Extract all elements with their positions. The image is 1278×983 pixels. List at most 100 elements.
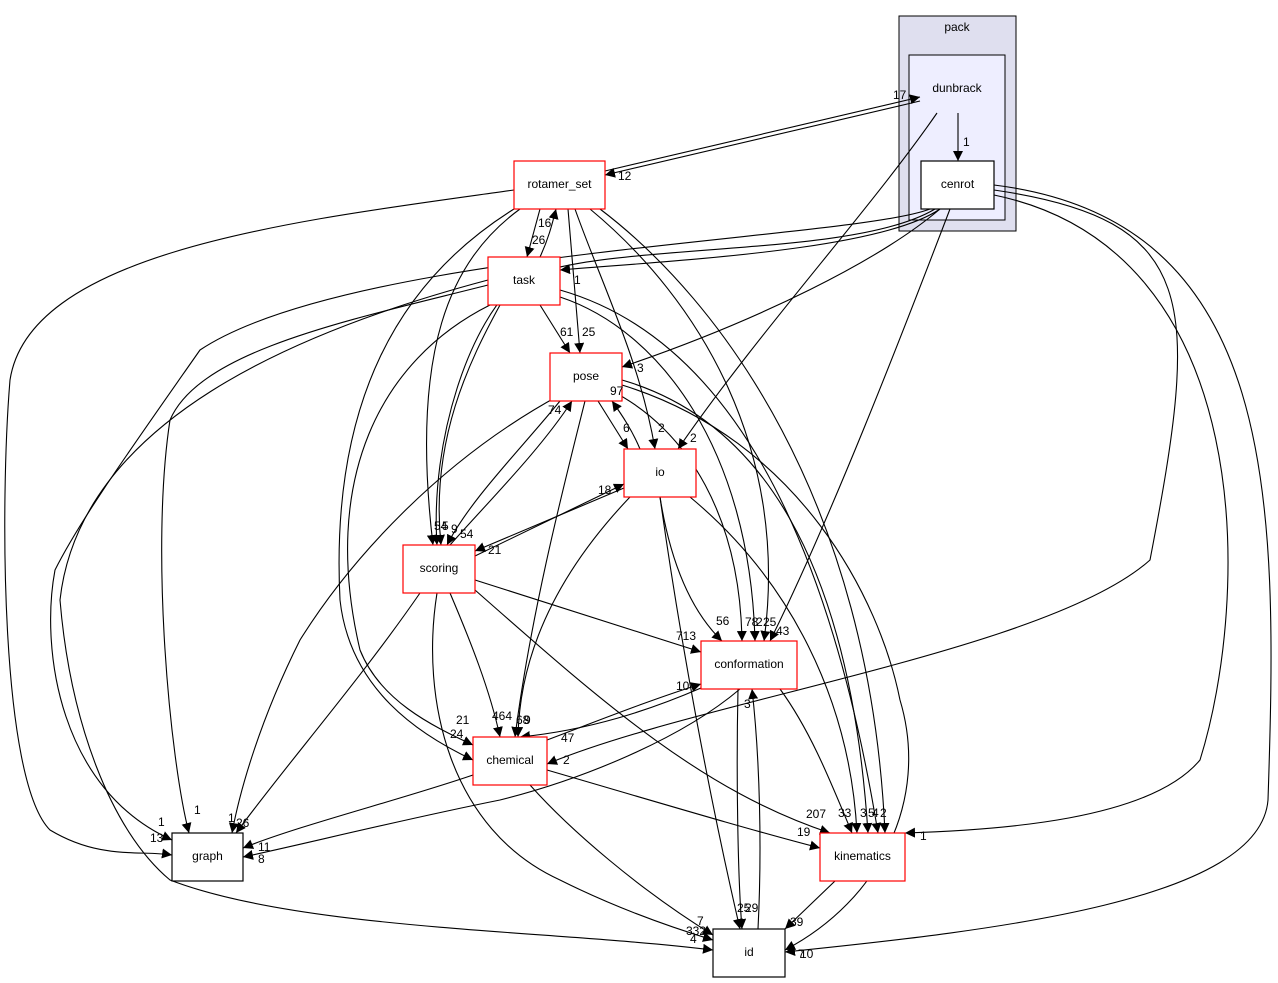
edge-conformation-to-chemical[interactable]: [519, 687, 702, 741]
edge-rotamer-set-to-chemical[interactable]: [338, 208, 515, 761]
edge-label[interactable]: 1: [158, 815, 165, 829]
edge-label[interactable]: 54: [460, 527, 474, 541]
edge-kinematics-to-id[interactable]: [784, 880, 836, 930]
edge-rotamer-set-to-conformation[interactable]: [589, 208, 771, 642]
edge-io-to-conformation[interactable]: [659, 496, 723, 642]
edge-pose-to-graph[interactable]: [228, 394, 561, 834]
edge-label[interactable]: 29: [745, 901, 759, 915]
edge-label[interactable]: 8: [258, 852, 265, 866]
edge-label[interactable]: 6: [623, 421, 630, 435]
node-pose[interactable]: pose: [549, 352, 623, 402]
edge-scoring-to-io[interactable]: [474, 483, 625, 557]
node-conformation[interactable]: conformation: [700, 640, 798, 690]
edge-chemical-to-conformation[interactable]: [546, 682, 702, 741]
edge-chemical-to-id[interactable]: [529, 784, 714, 936]
edge-label[interactable]: 25: [763, 615, 777, 629]
edge-label[interactable]: 3: [860, 806, 867, 820]
edge-label[interactable]: 464: [492, 709, 512, 723]
edge-label[interactable]: 13: [150, 831, 164, 845]
edge-task-to-chemical[interactable]: [347, 304, 491, 746]
edge-pose-to-chemical[interactable]: [511, 400, 586, 738]
edge-label[interactable]: 7: [798, 947, 805, 961]
node-scoring[interactable]: scoring: [402, 544, 476, 594]
edge-label[interactable]: 4: [872, 806, 879, 820]
edge-io-to-pose[interactable]: [611, 400, 641, 450]
edge-label[interactable]: 5: [442, 519, 449, 533]
edge-dunbrack-to-rotamer-set[interactable]: [604, 100, 921, 178]
edge-task-to-id[interactable]: [59, 279, 714, 954]
edge-conformation-to-id[interactable]: [736, 688, 747, 930]
edge-label[interactable]: 10: [676, 679, 690, 693]
edge-cenrot-to-kinematics[interactable]: [904, 194, 1229, 838]
node-box[interactable]: [171, 832, 244, 882]
node-task[interactable]: task: [487, 256, 561, 306]
edge-label[interactable]: 78: [745, 615, 759, 629]
edge-scoring-to-kinematics[interactable]: [474, 589, 831, 835]
edge-label[interactable]: 56: [716, 614, 730, 628]
edge-chemical-to-kinematics[interactable]: [546, 769, 821, 851]
edge-rotamer-set-to-pose[interactable]: [567, 208, 585, 354]
node-id[interactable]: id: [712, 928, 786, 978]
edge-task-to-pose[interactable]: [539, 304, 571, 354]
node-box[interactable]: [700, 640, 798, 690]
edge-task-to-scoring[interactable]: [434, 304, 501, 546]
edge-label[interactable]: 25: [737, 901, 751, 915]
edge-label[interactable]: 2: [690, 431, 697, 445]
edge-label[interactable]: 12: [618, 169, 632, 183]
edge-label[interactable]: 3: [637, 361, 644, 375]
edge-io-to-kinematics[interactable]: [689, 496, 862, 834]
edge-label[interactable]: 9: [451, 522, 458, 536]
edge-io-to-id[interactable]: [659, 496, 743, 930]
edge-label[interactable]: 25: [582, 325, 596, 339]
edge-label[interactable]: 54: [434, 519, 448, 533]
edge-io-to-chemical[interactable]: [513, 496, 631, 738]
edge-label[interactable]: 1: [920, 829, 927, 843]
edge-id-to-conformation[interactable]: [748, 688, 761, 930]
edge-cenrot-to-conformation[interactable]: [769, 208, 951, 642]
edge-label[interactable]: 24: [450, 727, 464, 741]
edge-cenrot-to-pose[interactable]: [621, 208, 941, 369]
edge-rotamer-set-to-io[interactable]: [574, 208, 659, 450]
edge-label[interactable]: 207: [806, 807, 826, 821]
edge-label[interactable]: 39: [790, 915, 804, 929]
edge-cenrot-to-chemical[interactable]: [546, 189, 1179, 765]
node-cenrot[interactable]: cenrot: [920, 160, 995, 210]
edge-label[interactable]: 2: [563, 753, 570, 767]
edge-pose-to-conformation[interactable]: [609, 389, 747, 642]
edge-label[interactable]: 26: [532, 233, 546, 247]
edge-scoring-to-chemical[interactable]: [449, 592, 503, 738]
edge-label[interactable]: 16: [538, 216, 552, 230]
edge-label[interactable]: 7: [697, 914, 704, 928]
edge-label[interactable]: 2: [658, 421, 665, 435]
edge-cenrot-to-task[interactable]: [559, 208, 941, 275]
node-box[interactable]: [920, 160, 995, 210]
edge-cenrot-to-id[interactable]: [784, 184, 1272, 956]
edge-pose-to-scoring[interactable]: [446, 400, 561, 546]
edge-scoring-to-pose[interactable]: [449, 400, 573, 546]
edge-label[interactable]: 332: [686, 924, 706, 938]
edge-conformation-to-graph[interactable]: [242, 688, 741, 860]
edge-label[interactable]: 3: [744, 697, 751, 711]
edge-label[interactable]: 21: [456, 713, 470, 727]
edge-label[interactable]: 1: [963, 135, 970, 149]
edge-rotamer-set-to-graph[interactable]: [4, 189, 515, 859]
edge-label[interactable]: 9: [524, 713, 531, 727]
edge-label[interactable]: 61: [560, 325, 574, 339]
edge-rotamer-set-to-scoring[interactable]: [425, 208, 521, 546]
node-io[interactable]: io: [623, 448, 697, 498]
edge-label[interactable]: 1: [228, 811, 235, 825]
node-graph[interactable]: graph: [171, 832, 244, 882]
edge-label[interactable]: 11: [258, 840, 271, 854]
edge-label[interactable]: 713: [676, 629, 696, 643]
edge-rotamer-set-to-kinematics[interactable]: [599, 208, 890, 834]
edge-pose-to-io[interactable]: [597, 400, 629, 450]
edge-label[interactable]: 1: [574, 273, 581, 287]
edge-label[interactable]: 74: [548, 403, 562, 417]
edge-label[interactable]: 97: [610, 384, 624, 398]
edge-label[interactable]: 26: [236, 816, 250, 830]
node-box[interactable]: [513, 160, 606, 210]
edge-cenrot-to-graph[interactable]: [50, 208, 931, 841]
edge-label[interactable]: 4: [690, 932, 697, 946]
edge-label[interactable]: 47: [561, 731, 575, 745]
edge-scoring-to-id[interactable]: [432, 592, 714, 942]
